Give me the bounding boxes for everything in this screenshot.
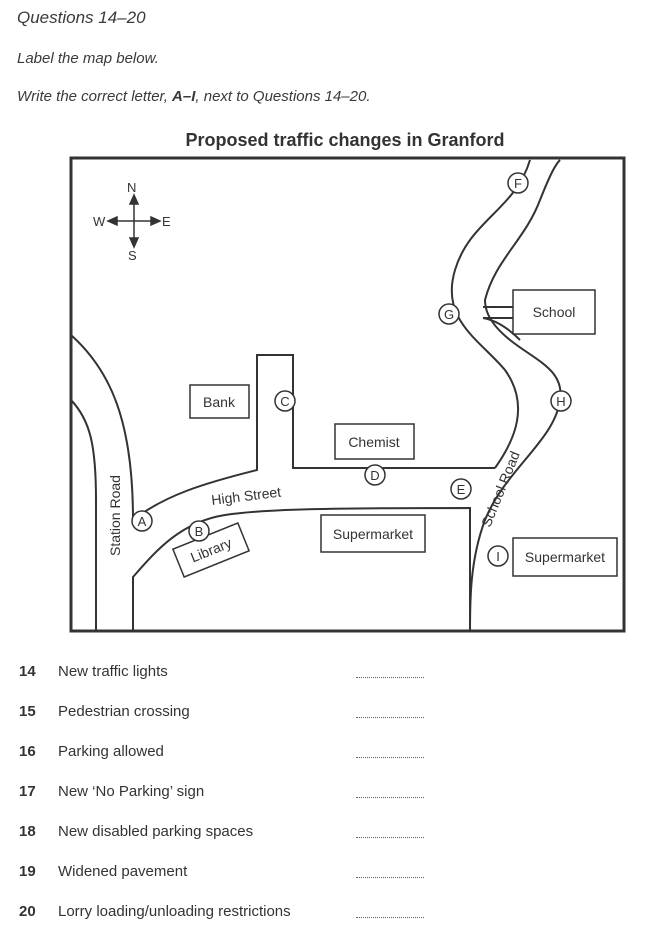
marker-i: I bbox=[487, 545, 509, 567]
high-street-label: High Street bbox=[210, 484, 282, 508]
marker-i-letter: I bbox=[496, 549, 500, 564]
supermarket-building-school-road: Supermarket bbox=[512, 537, 618, 577]
question-number: 17 bbox=[19, 783, 36, 800]
compass-west-label: W bbox=[93, 214, 106, 229]
question-text: Pedestrian crossing bbox=[58, 703, 190, 720]
school-road bbox=[450, 159, 562, 633]
instruction-write-letter: Write the correct letter, A–I, next to Q… bbox=[17, 88, 371, 105]
question-text: New disabled parking spaces bbox=[58, 823, 254, 840]
answer-blank[interactable] bbox=[356, 797, 424, 798]
question-number: 20 bbox=[19, 903, 36, 920]
question-number: 19 bbox=[19, 863, 36, 880]
questions-heading: Questions 14–20 bbox=[17, 8, 146, 27]
answer-blank[interactable] bbox=[356, 757, 424, 758]
map-frame bbox=[69, 156, 626, 633]
question-number: 14 bbox=[19, 663, 36, 680]
school-label: School bbox=[533, 304, 576, 320]
bank-label: Bank bbox=[203, 394, 236, 410]
marker-g: G bbox=[438, 303, 460, 325]
supermarket-label-school-road: Supermarket bbox=[525, 549, 605, 565]
marker-a: A bbox=[131, 510, 153, 532]
compass-rose bbox=[106, 193, 162, 249]
marker-a-letter: A bbox=[138, 514, 147, 529]
marker-e: E bbox=[450, 478, 472, 500]
station-road bbox=[70, 334, 134, 632]
question-text: Parking allowed bbox=[58, 743, 164, 760]
compass-north-label: N bbox=[127, 180, 136, 195]
question-number: 15 bbox=[19, 703, 36, 720]
instruction-letter-range: A–I bbox=[172, 88, 196, 105]
bank-building: Bank bbox=[189, 384, 250, 419]
marker-d-letter: D bbox=[370, 468, 379, 483]
high-street bbox=[132, 354, 495, 632]
station-road-label: Station Road bbox=[107, 475, 123, 556]
compass-south-label: S bbox=[128, 248, 137, 263]
question-text: New traffic lights bbox=[58, 663, 168, 680]
instruction-label-map: Label the map below. bbox=[17, 50, 159, 67]
question-text: New ‘No Parking’ sign bbox=[58, 783, 205, 800]
school-building: School bbox=[512, 289, 596, 335]
chemist-building: Chemist bbox=[334, 423, 415, 460]
marker-d: D bbox=[364, 464, 386, 486]
marker-b: B bbox=[188, 520, 210, 542]
marker-g-letter: G bbox=[444, 307, 454, 322]
question-text: Widened pavement bbox=[58, 863, 188, 880]
supermarket-label-high-street: Supermarket bbox=[333, 526, 413, 542]
compass-east-label: E bbox=[162, 214, 171, 229]
answer-blank[interactable] bbox=[356, 877, 424, 878]
marker-f: F bbox=[507, 172, 529, 194]
answer-blank[interactable] bbox=[356, 717, 424, 718]
instruction-prefix: Write the correct letter, bbox=[17, 88, 173, 105]
marker-b-letter: B bbox=[195, 524, 204, 539]
marker-e-letter: E bbox=[457, 482, 466, 497]
question-number: 18 bbox=[19, 823, 36, 840]
library-building: Library bbox=[171, 522, 251, 578]
chemist-label: Chemist bbox=[348, 434, 399, 450]
supermarket-building-high-street: Supermarket bbox=[320, 514, 426, 553]
question-text: Lorry loading/unloading restrictions bbox=[58, 903, 291, 920]
marker-c-letter: C bbox=[280, 394, 289, 409]
instruction-suffix: , next to Questions 14–20. bbox=[195, 88, 371, 105]
map-title: Proposed traffic changes in Granford bbox=[185, 130, 505, 150]
map-diagram: N S W E Station Road High Street School … bbox=[69, 156, 626, 633]
answer-blank[interactable] bbox=[356, 917, 424, 918]
marker-h-letter: H bbox=[556, 394, 565, 409]
question-number: 16 bbox=[19, 743, 36, 760]
marker-c: C bbox=[274, 390, 296, 412]
marker-f-letter: F bbox=[514, 176, 522, 191]
marker-h: H bbox=[550, 390, 572, 412]
answer-blank[interactable] bbox=[356, 677, 424, 678]
answer-blank[interactable] bbox=[356, 837, 424, 838]
